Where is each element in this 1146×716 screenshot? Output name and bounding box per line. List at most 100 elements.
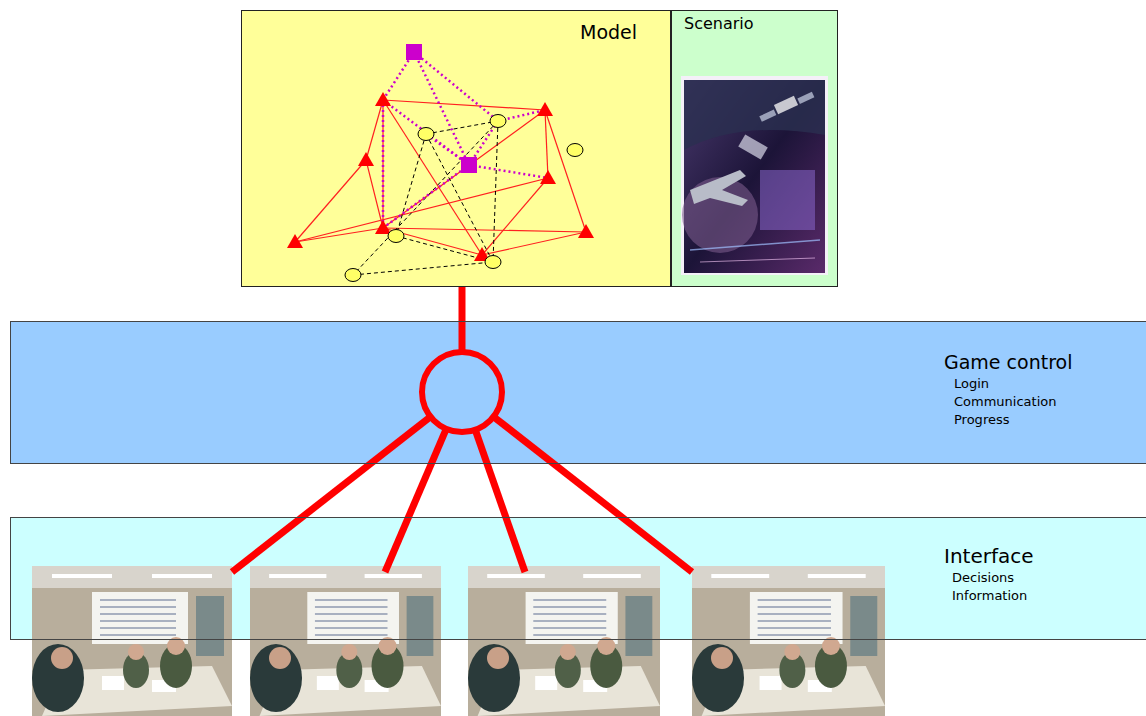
triangle-unit [537,102,553,116]
text-column: Game controlLoginCommunicationProgress [944,349,1072,429]
node-heading: Interface [944,543,1034,569]
panel-fill [671,10,838,287]
screen-text [100,599,176,601]
panel-fills [10,10,1146,640]
person [250,644,302,712]
person-head [269,647,291,669]
photo-ground [32,566,232,716]
sensor-link [414,52,498,121]
person [32,644,84,712]
network-link [295,178,548,242]
ceiling-light [711,574,769,578]
screen-text [315,627,388,629]
ceiling [692,566,885,588]
sensor-link [382,100,385,228]
interface-band: InterfaceDecisionsInformation [10,517,1146,640]
photo-ground [692,566,885,716]
screen-text [758,634,831,636]
screen-text [315,634,388,636]
team-photo [468,566,660,716]
text-column: Model [580,20,637,44]
square-unit [406,44,422,60]
person [468,644,520,712]
ceiling [250,566,441,588]
triangle-unit [540,170,556,184]
person-head [487,647,509,669]
node-item: Login [944,375,1072,393]
node-heading: Game control [944,349,1072,375]
node-item: Information [944,587,1034,605]
photo-ground [468,566,660,716]
network-link [383,100,545,110]
cabinet [625,596,652,656]
person-head [128,644,144,660]
network-link [482,232,586,255]
network-link [382,100,383,228]
text-column: Scenario [684,13,754,35]
sensor-link [414,52,469,165]
triangle-unit [287,234,303,248]
person-head [341,644,357,660]
projection-screen [92,592,188,644]
model-panel: Model [241,10,671,287]
scenario-panel: Scenario [671,10,838,287]
comms-link [493,121,498,262]
network-link [545,110,548,178]
comms-link [396,134,426,236]
projection-screen [526,592,618,644]
comms-link [396,236,493,262]
network-link [383,100,482,255]
node-heading: Model [580,20,637,44]
jet [690,170,748,206]
cabinet [850,596,877,656]
screen-text [100,627,176,629]
hub-wire [494,417,692,572]
screen-text [758,606,831,608]
triangle-unit [578,224,594,238]
satellite [774,96,798,114]
screen-text [100,620,176,622]
triangle-unit [375,220,391,234]
screen-text [758,599,831,601]
light-streak [690,240,820,250]
comms-link [353,121,498,275]
screen-text [533,606,606,608]
projection-screen [307,592,399,644]
screen-patch [760,170,815,230]
network-link [366,160,383,228]
game-control-band: Game controlLoginCommunicationProgress [10,321,1146,464]
ceiling-light [365,574,422,578]
connector [462,287,463,321]
ceiling [468,566,660,588]
projection-screen [750,592,843,644]
screen-text [533,627,606,629]
text-column: InterfaceDecisionsInformation [944,543,1034,605]
ceiling-light [583,574,641,578]
person-head [711,647,733,669]
triangle-unit [375,92,391,106]
person-head [784,644,800,660]
connector-line [459,287,466,321]
scenario-collage [681,76,828,275]
sky [684,80,825,150]
network-link [482,178,548,255]
network-link [545,110,586,232]
screen-text [533,634,606,636]
satellite [738,134,768,159]
person-head [51,647,73,669]
panel-fill [10,321,1146,464]
comms-link [426,134,493,262]
screen-text [533,599,606,601]
ceiling-light [52,574,112,578]
node-item: Progress [944,411,1072,429]
circle-unit [388,230,404,243]
screen-text [315,606,388,608]
screen-text [315,620,388,622]
ceiling-light [152,574,212,578]
person-head [560,644,576,660]
team-photo [250,566,441,716]
collage-frame [681,76,828,275]
circle-unit [567,144,583,157]
screen-text [100,606,176,608]
